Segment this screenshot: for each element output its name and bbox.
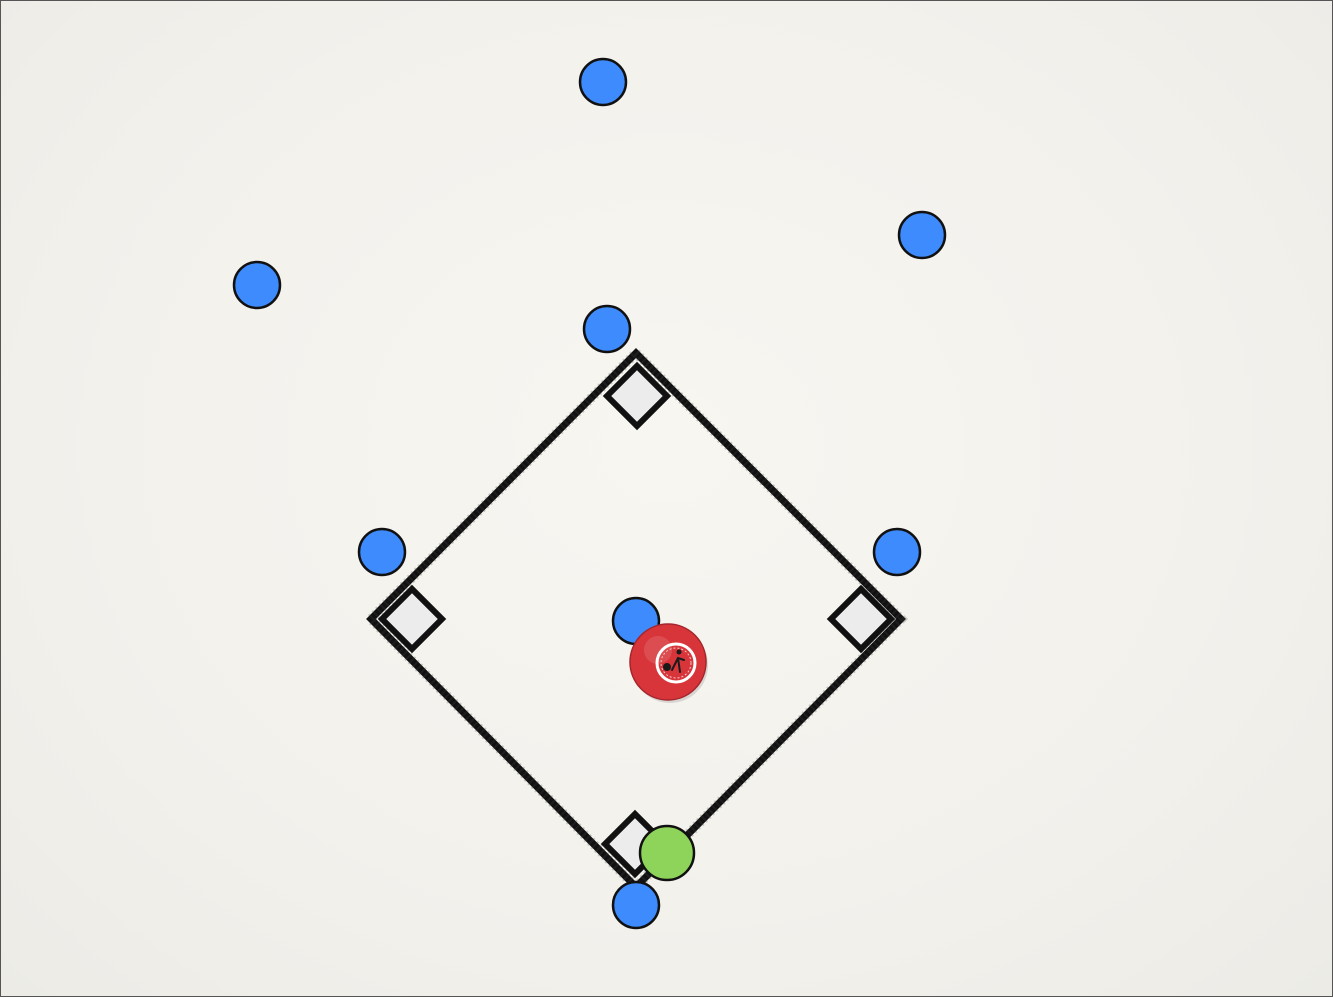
- fielder-second-baseman: [584, 306, 630, 352]
- fielder-third-baseman: [359, 529, 405, 575]
- fielder-outfielder-left: [234, 262, 280, 308]
- players-group: [234, 59, 945, 928]
- fielder-outfielder-center: [580, 59, 626, 105]
- kickball-icon: [630, 624, 708, 703]
- fielder-first-baseman: [874, 529, 920, 575]
- fielder-outfielder-right: [899, 212, 945, 258]
- ball-logo-dot: [663, 663, 671, 671]
- fielder-catcher: [613, 882, 659, 928]
- ball-logo-head: [677, 650, 682, 655]
- kicker-kicker: [640, 826, 694, 880]
